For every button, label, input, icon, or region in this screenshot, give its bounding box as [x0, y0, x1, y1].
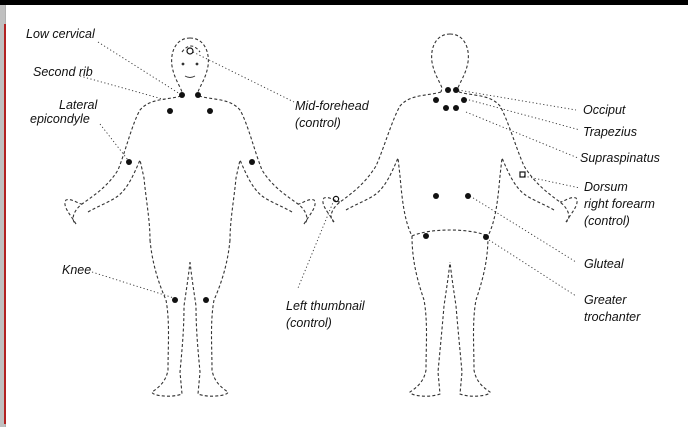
label-mid-forehead-line1: Mid-forehead: [295, 99, 370, 113]
point-low-cervical-l: [179, 92, 185, 98]
point-occiput-l: [445, 87, 451, 93]
point-supraspinatus-l: [443, 105, 449, 111]
label-dorsum-line1: Dorsum: [584, 180, 628, 194]
point-lateral-epicondyle-r: [249, 159, 255, 165]
front-body-figure: [65, 38, 315, 396]
label-low-cervical: Low cervical: [26, 27, 96, 41]
point-greater-trochanter-r: [483, 234, 489, 240]
label-left-thumbnail-line2: (control): [286, 316, 332, 330]
label-occiput: Occiput: [583, 103, 626, 117]
label-lateral-line2: epicondyle: [30, 112, 90, 126]
label-knee: Knee: [62, 263, 91, 277]
label-supraspinatus: Supraspinatus: [580, 151, 660, 165]
label-lateral-line1: Lateral: [59, 98, 98, 112]
point-occiput-r: [453, 87, 459, 93]
point-second-rib-r: [207, 108, 213, 114]
label-greater-trochanter-line1: Greater: [584, 293, 627, 307]
point-gluteal-l: [433, 193, 439, 199]
point-left-thumbnail: [333, 196, 338, 201]
leader-lines: [80, 42, 580, 298]
point-knee-l: [172, 297, 178, 303]
point-trapezius-r: [461, 97, 467, 103]
label-dorsum-line3: (control): [584, 214, 630, 228]
labels: Low cervical Second rib Lateral epicondy…: [26, 27, 660, 330]
point-knee-r: [203, 297, 209, 303]
point-low-cervical-r: [195, 92, 201, 98]
label-greater-trochanter-line2: trochanter: [584, 310, 641, 324]
label-dorsum-line2: right forearm: [584, 197, 655, 211]
point-lateral-epicondyle-l: [126, 159, 132, 165]
label-trapezius: Trapezius: [583, 125, 637, 139]
point-trapezius-l: [433, 97, 439, 103]
point-supraspinatus-r: [453, 105, 459, 111]
tender-points: [126, 48, 525, 303]
label-second-rib: Second rib: [33, 65, 93, 79]
point-mid-forehead: [187, 48, 193, 54]
label-left-thumbnail-line1: Left thumbnail: [286, 299, 366, 313]
point-greater-trochanter-l: [423, 233, 429, 239]
label-mid-forehead-line2: (control): [295, 116, 341, 130]
point-gluteal-r: [465, 193, 471, 199]
label-gluteal: Gluteal: [584, 257, 625, 271]
point-second-rib-l: [167, 108, 173, 114]
